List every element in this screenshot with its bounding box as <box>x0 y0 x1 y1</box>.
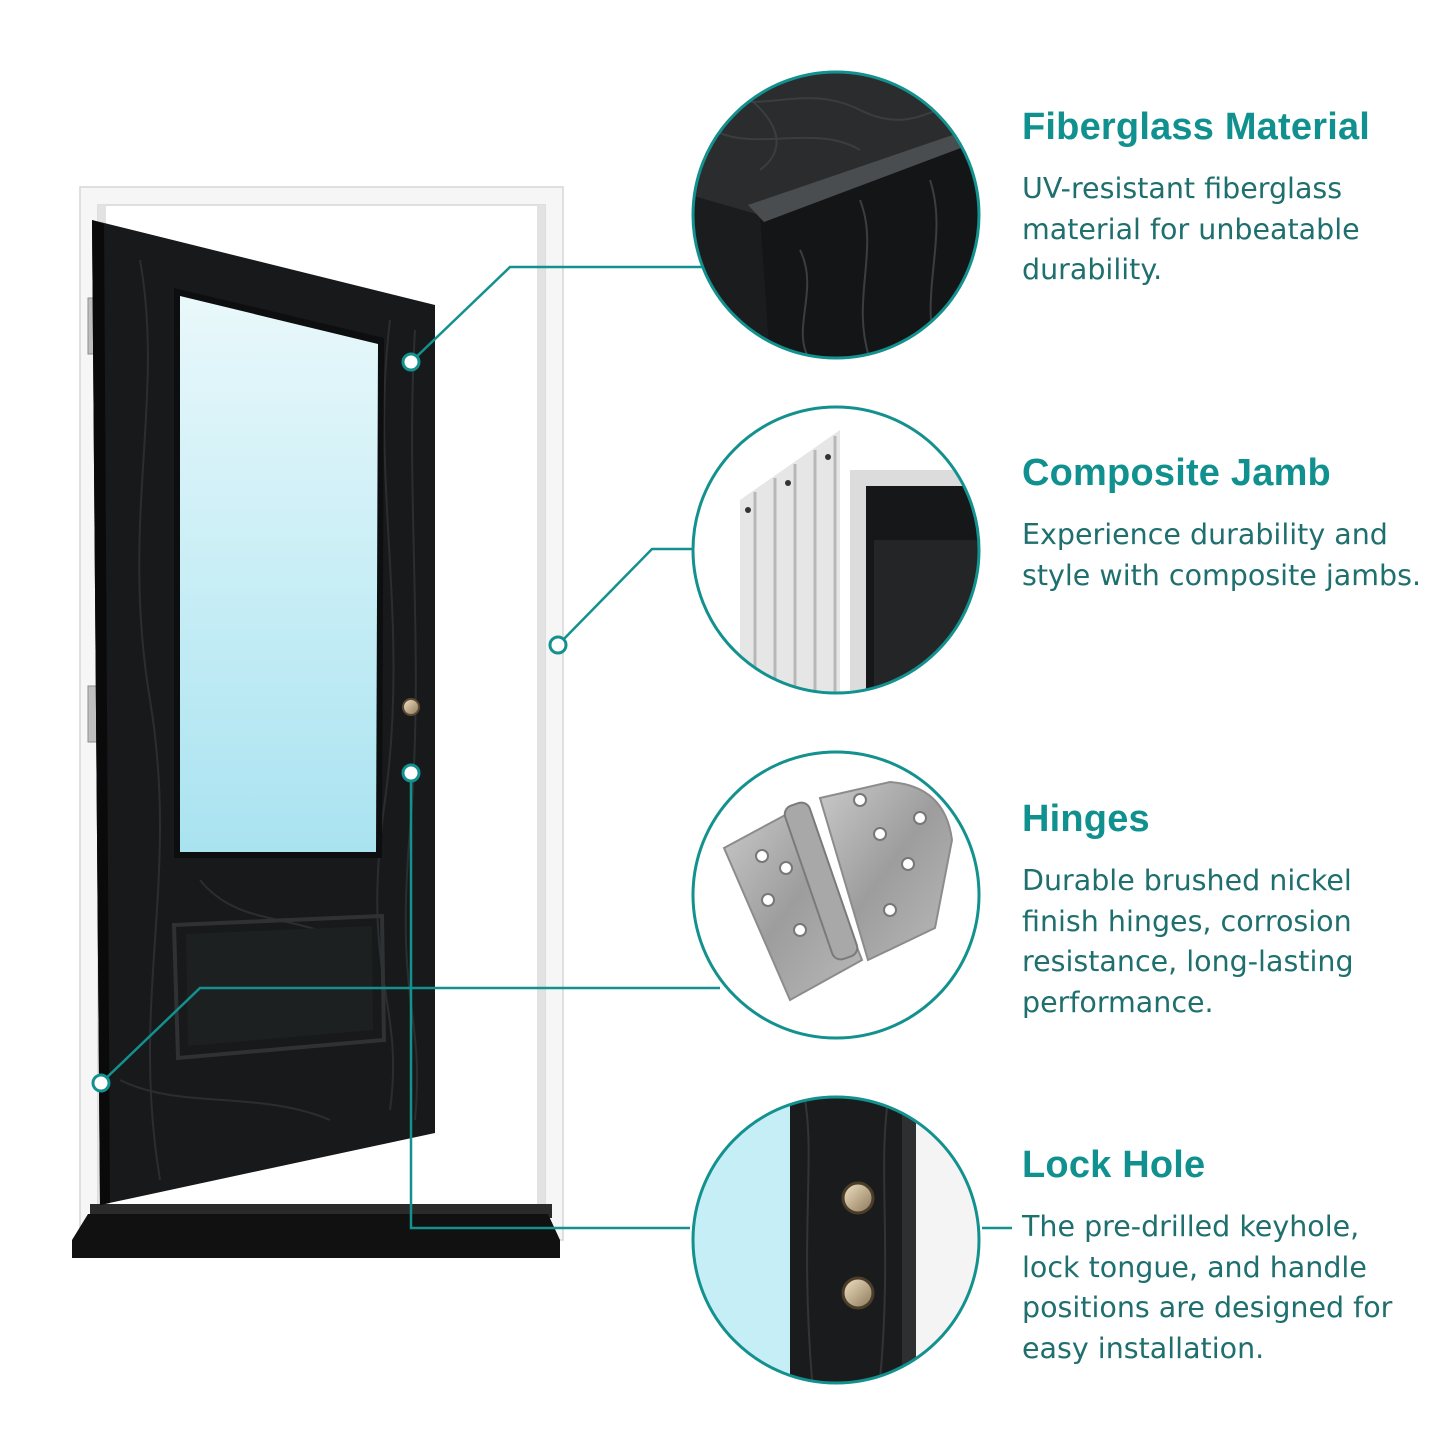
composite-jamb-closeup-icon <box>691 405 981 695</box>
feature-description: Experience durability and style with com… <box>1022 518 1421 592</box>
feature-hinges: Hinges Durable brushed nickel finish hin… <box>1022 797 1422 1023</box>
brushed-nickel-hinge-icon <box>691 750 981 1040</box>
callout-dot-hinge <box>91 1073 111 1093</box>
door-slab <box>92 220 435 1205</box>
callout-dot-lock <box>401 763 421 783</box>
callout-lines <box>100 265 1012 1230</box>
feature-title: Composite Jamb <box>1022 452 1331 494</box>
feature-composite-jamb: Composite Jamb Experience durability and… <box>1022 451 1422 596</box>
fiberglass-wood-grain-closeup-icon <box>691 70 981 360</box>
feature-description: Durable brushed nickel finish hinges, co… <box>1022 864 1354 1019</box>
callout-dot-jamb <box>548 635 568 655</box>
callout-dots <box>91 352 568 1093</box>
callout-dot-fiberglass <box>401 352 421 372</box>
feature-lock-hole: Lock Hole The pre-drilled keyhole, lock … <box>1022 1143 1422 1369</box>
feature-title: Lock Hole <box>1022 1144 1206 1186</box>
feature-description: The pre-drilled keyhole, lock tongue, an… <box>1022 1210 1393 1365</box>
feature-title: Fiberglass Material <box>1022 106 1371 148</box>
feature-description: UV-resistant fiberglass material for unb… <box>1022 172 1360 286</box>
feature-title: Hinges <box>1022 798 1150 840</box>
lock-hole-closeup-icon <box>691 1095 981 1385</box>
feature-fiberglass: Fiberglass Material UV-resistant fibergl… <box>1022 105 1422 291</box>
door-threshold <box>72 1204 560 1258</box>
